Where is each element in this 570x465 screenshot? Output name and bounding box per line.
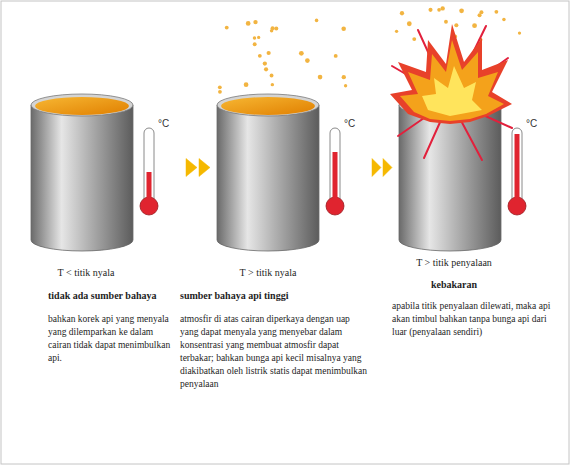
vapour-dot — [441, 6, 445, 10]
vapour-dot — [253, 42, 257, 46]
vapour-dot — [478, 13, 482, 17]
tank-stage: T > titik penyalaankebakaranapabila titi… — [394, 80, 552, 255]
vapour-dot — [258, 54, 262, 58]
vapour-dot — [246, 21, 251, 26]
vapour-dot — [318, 75, 323, 80]
unit-label: °C — [344, 118, 355, 129]
vapour-dot — [444, 20, 448, 24]
vapour-dot — [271, 83, 274, 86]
vapour-dot — [274, 26, 278, 30]
vapour-dot — [253, 20, 257, 24]
unit-label: °C — [158, 118, 169, 129]
vapour-dot — [344, 84, 347, 87]
vapour-dot — [270, 29, 273, 32]
vapour-dot — [263, 61, 267, 65]
tank-stage: T > titik nyalasumber bahaya api tinggia… — [212, 80, 370, 255]
vapour-dot — [305, 58, 310, 63]
vapour-dot — [253, 36, 256, 39]
vapour-dot — [407, 21, 412, 26]
process-arrow — [372, 159, 392, 177]
vapour-dot — [264, 67, 268, 71]
vapour-dot — [518, 31, 521, 34]
vapour-dot — [459, 8, 464, 13]
vapour-dot — [502, 18, 506, 22]
tank-stage: T < titik nyalatidak ada sumber bahayaba… — [26, 80, 184, 255]
vapour-dot — [437, 8, 441, 12]
vapour-dot — [412, 37, 416, 41]
unit-label: °C — [526, 118, 537, 129]
vapour-dot — [244, 82, 249, 87]
vapour-dot — [454, 23, 458, 27]
vapour-dot — [400, 11, 404, 15]
temperature-condition: T > titik penyalaan — [392, 256, 516, 269]
temperature-condition: T > titik nyala — [212, 266, 324, 279]
vapour-dot — [341, 26, 346, 31]
hazard-heading: tidak ada sumber bahaya — [48, 289, 178, 302]
vapour-dot — [472, 23, 477, 28]
description-text: atmosfir di atas cairan diperkaya dengan… — [180, 313, 370, 391]
vapour-dot — [342, 75, 346, 79]
vapour-dot — [299, 51, 304, 56]
temperature-condition: T < titik nyala — [36, 266, 136, 279]
vapour-dot — [270, 74, 274, 78]
vapour-dot — [257, 36, 260, 39]
vapour-dot — [218, 90, 222, 94]
vapour-dot — [428, 8, 432, 12]
description-text: bahkan korek api yang menyala yang dilem… — [48, 313, 174, 365]
vapour-dot — [218, 85, 222, 89]
vapour-dot — [494, 10, 498, 14]
description-text: apabila titik penyalaan dilewati, maka a… — [392, 300, 558, 339]
vapour-dot — [315, 19, 319, 23]
hazard-heading: kebakaran — [392, 278, 516, 291]
process-arrow — [186, 159, 210, 177]
vapour-dot — [267, 51, 271, 55]
vapour-dot — [334, 54, 338, 58]
hazard-heading: sumber bahaya api tinggi — [180, 289, 370, 302]
vapour-dot — [395, 30, 398, 33]
vapour-dot — [225, 26, 229, 30]
